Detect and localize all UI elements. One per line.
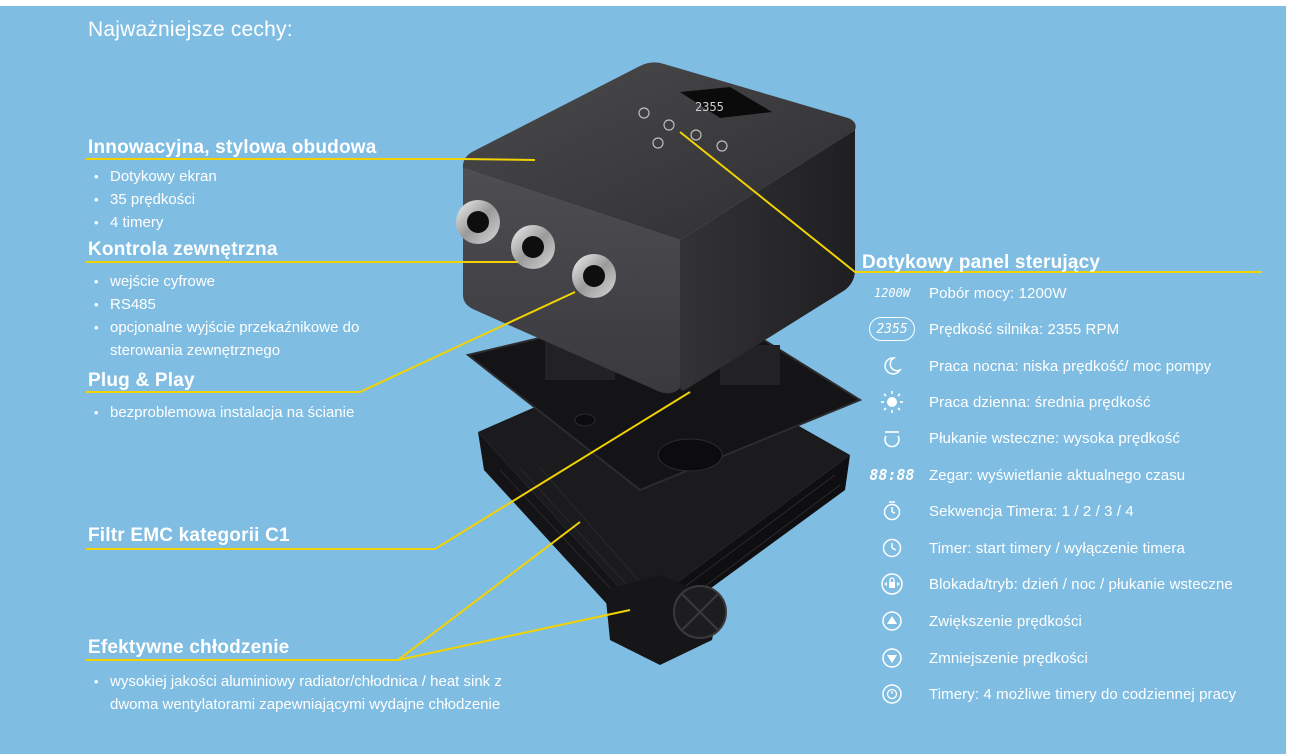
section-title-cooling: Efektywne chłodzenie [88,637,290,658]
section-title-external: Kontrola zewnętrzna [88,239,278,260]
cable-gland-3 [572,254,616,298]
list-item: wysokiej jakości aluminiowy radiator/chł… [92,670,542,716]
feature-row-speed: 2355 Prędkość silnika: 2355 RPM [860,314,1280,344]
feature-row-speed-down: Zmniejszenie prędkości [860,643,1280,673]
feature-row-night: Praca nocna: niska prędkość/ moc pompy [860,351,1280,381]
feature-row-timers: Timery: 4 możliwe timery do codziennej p… [860,679,1280,709]
power-readout-icon: 1200W [873,286,911,300]
timer-clock-icon [860,537,924,559]
feature-text: Zmniejszenie prędkości [929,649,1088,667]
cable-gland-2 [511,225,555,269]
page-title: Najważniejsze cechy: [88,18,293,41]
list-item: wejście cyfrowe [92,270,412,293]
feature-text: Zwiększenie prędkości [929,612,1082,630]
cooling-list: wysokiej jakości aluminiowy radiator/chł… [92,670,542,716]
feature-row-timer: Timer: start timery / wyłączenie timera [860,533,1280,563]
sun-icon [860,390,924,414]
feature-text: Praca nocna: niska prędkość/ moc pompy [929,357,1212,375]
arrow-up-icon [860,610,924,632]
moon-icon [860,355,924,377]
feature-text: Sekwencja Timera: 1 / 2 / 3 / 4 [929,502,1134,520]
section-title-housing: Innowacyjna, stylowa obudowa [88,137,377,158]
feature-text: Prędkość silnika: 2355 RPM [929,320,1120,338]
list-item: Dotykowy ekran [92,165,512,188]
feature-row-backwash: Płukanie wsteczne: wysoka prędkość [860,423,1280,453]
list-item: bezproblemowa instalacja na ścianie [92,401,512,424]
clock-digits-icon: 88:88 [869,466,915,484]
timers-button-icon [860,683,924,705]
feature-text: Płukanie wsteczne: wysoka prędkość [929,429,1181,447]
list-item: RS485 [92,293,412,316]
feature-text: Timer: start timery / wyłączenie timera [929,539,1185,557]
feature-row-lock-mode: Blokada/tryb: dzień / noc / płukanie wst… [860,569,1280,599]
feature-text: Timery: 4 możliwe timery do codziennej p… [929,685,1237,703]
feature-row-timer-sequence: Sekwencja Timera: 1 / 2 / 3 / 4 [860,496,1280,526]
feature-text: Zegar: wyświetlanie aktualnego czasu [929,466,1186,484]
list-item: 35 prędkości [92,188,512,211]
housing-list: Dotykowy ekran 35 prędkości 4 timery [92,165,512,234]
speed-readout-icon: 2355 [860,317,924,341]
feature-text: Pobór mocy: 1200W [929,284,1067,302]
feature-text: Praca dzienna: średnia prędkość [929,393,1151,411]
feature-row-clock: 88:88 Zegar: wyświetlanie aktualnego cza… [860,460,1280,490]
timer-sequence-icon [860,500,924,522]
list-item: opcjonalne wyjście przekaźnikowe do ster… [92,316,412,362]
plug-list: bezproblemowa instalacja na ścianie [92,401,512,424]
section-title-emc: Filtr EMC kategorii C1 [88,525,290,546]
feature-row-speed-up: Zwiększenie prędkości [860,606,1280,636]
device-display-readout: 2355 [695,100,724,114]
section-title-panel: Dotykowy panel sterujący [862,252,1101,273]
list-item: 4 timery [92,211,512,234]
external-list: wejście cyfrowe RS485 opcjonalne wyjście… [92,270,412,362]
section-title-plug-play: Plug & Play [88,370,195,391]
feature-text: Blokada/tryb: dzień / noc / płukanie wst… [929,575,1233,593]
feature-row-power: 1200W Pobór mocy: 1200W [860,278,1280,308]
feature-row-day: Praca dzienna: średnia prędkość [860,387,1280,417]
arrow-down-icon [860,647,924,669]
lock-mode-icon [860,572,924,596]
backwash-icon [860,427,924,449]
